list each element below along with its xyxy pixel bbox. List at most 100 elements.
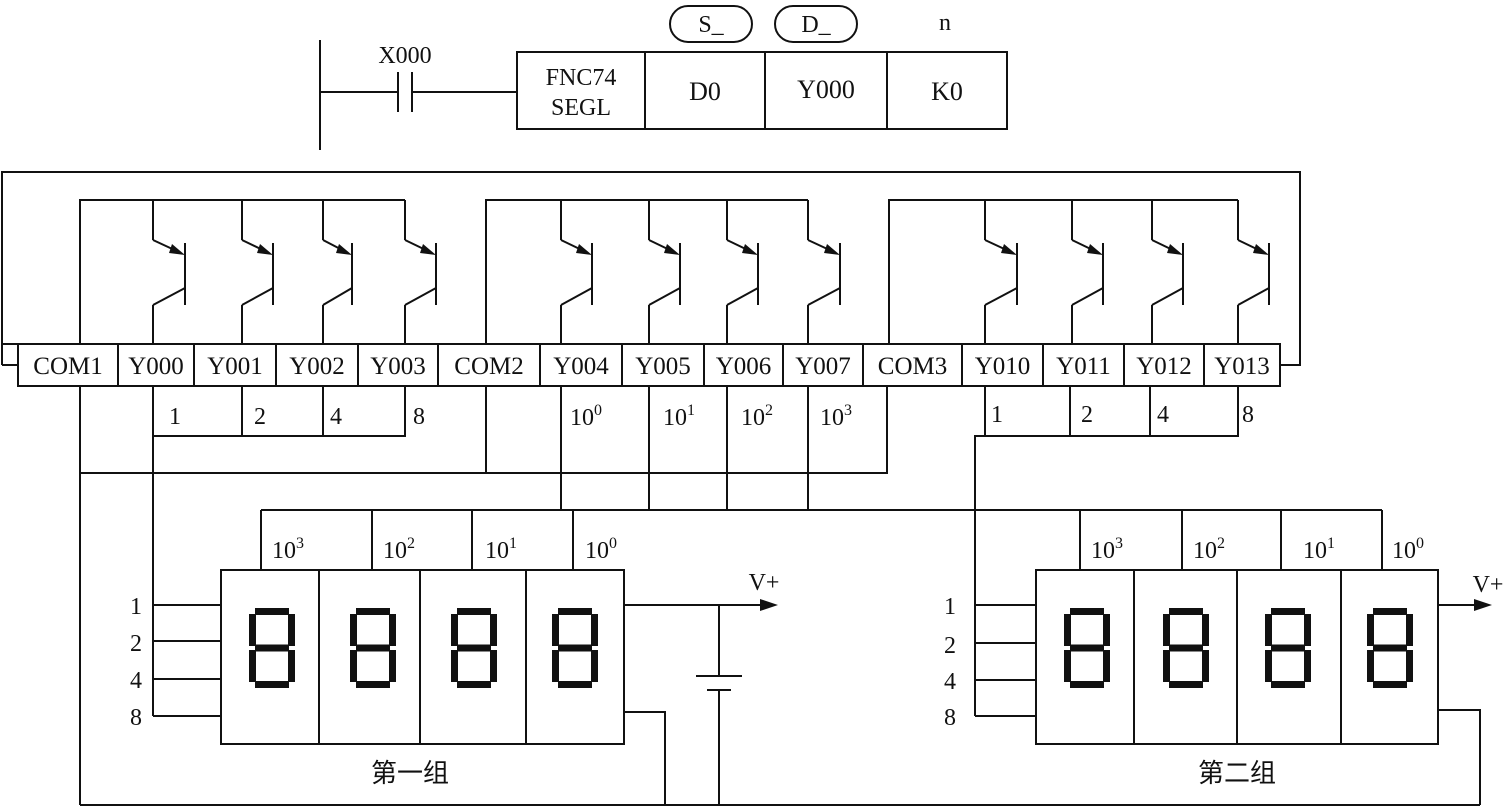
tag-d: D_	[801, 12, 831, 38]
input-weight-label: 2	[944, 633, 956, 659]
seven-segment-digit	[1367, 608, 1413, 688]
input-weight-label: 4	[944, 669, 956, 695]
seven-segment-digit	[1163, 608, 1209, 688]
group-name: 第一组	[371, 759, 449, 789]
power-label: 100	[570, 402, 602, 431]
terminal-cell	[1042, 343, 1125, 387]
operand-s: D0	[689, 77, 721, 106]
weight-label: 2	[1081, 402, 1093, 428]
arrow-icon	[1474, 599, 1492, 611]
terminal-cell	[862, 343, 963, 387]
terminal-cell	[437, 343, 541, 387]
operand-n: K0	[931, 77, 963, 106]
terminal-cell	[357, 343, 439, 387]
digit-weight-label: 100	[1392, 535, 1424, 564]
transistor-icon	[984, 200, 1018, 344]
terminal-label: Y003	[370, 353, 426, 380]
terminal-label: Y001	[207, 353, 263, 380]
input-weight-label: 8	[130, 705, 142, 731]
terminal-cell	[703, 343, 784, 387]
terminal-label: Y010	[975, 353, 1031, 380]
terminal-cell	[193, 343, 277, 387]
weight-label: 8	[1242, 402, 1254, 428]
transistor-icon	[152, 200, 186, 344]
seven-segment-digit	[552, 608, 598, 688]
terminal-label: Y005	[635, 353, 691, 380]
seven-segment-digit	[1265, 608, 1311, 688]
terminal-label: Y013	[1214, 353, 1270, 380]
bcd-weight-labels-a: 1 2 4 8	[169, 404, 425, 430]
contact-label: X000	[378, 43, 431, 69]
terminal-cell	[275, 343, 359, 387]
terminal-label: Y011	[1056, 353, 1111, 380]
terminal-label: Y006	[716, 353, 772, 380]
transistor-icon	[322, 200, 353, 344]
display-group-2: 103 102 101 100 1 2 4 8 V+ 第二组	[944, 535, 1503, 789]
vplus-label: V+	[749, 570, 780, 596]
transistor-icon	[404, 200, 437, 344]
weight-label: 2	[254, 404, 266, 430]
digit-weight-label: 100	[585, 535, 617, 564]
group-name: 第二组	[1198, 759, 1276, 789]
digit-select-labels: 100 101 102 103	[570, 402, 852, 431]
transistor-icon	[726, 200, 759, 344]
lower-wiring	[79, 386, 1492, 806]
power-label: 102	[741, 402, 773, 431]
digit-weight-label: 101	[485, 535, 517, 564]
input-weight-label: 1	[130, 594, 142, 620]
power-label: 103	[820, 402, 852, 431]
weight-label: 1	[169, 404, 181, 430]
digit-weight-label: 103	[1091, 535, 1123, 564]
display-module	[220, 569, 625, 745]
terminal-cell	[961, 343, 1044, 387]
terminal-strip: COM1 Y000 Y001 Y002 Y003 COM2 Y004 Y005 Y006 Y007…	[17, 343, 1281, 387]
input-weight-label: 2	[130, 631, 142, 657]
input-weight-label: 8	[944, 705, 956, 731]
transistor-icon	[648, 200, 681, 344]
seven-segment-digit	[350, 608, 396, 688]
fnc-mnemonic: SEGL	[551, 95, 611, 121]
ladder-rung: X000 FNC74 SEGL D0 Y000 K0 S_ D_ n	[319, 5, 1008, 150]
transistor-icon	[807, 200, 841, 344]
terminal-label: COM1	[33, 353, 102, 380]
seven-segment-digit	[451, 608, 497, 688]
fnc-number: FNC74	[546, 65, 617, 91]
terminal-label: COM3	[878, 353, 947, 380]
terminal-label: Y007	[795, 353, 851, 380]
bcd-weight-labels-b: 1 2 4 8	[991, 402, 1254, 428]
tag-n: n	[939, 10, 951, 36]
terminal-label: Y012	[1136, 353, 1192, 380]
weight-label: 4	[1157, 402, 1169, 428]
display-group-1: 103 102 101 100 1 2 4 8 V+ 第一组	[130, 535, 779, 789]
terminal-cell	[1203, 343, 1281, 387]
operand-d: Y000	[797, 75, 855, 104]
transistor-outputs	[79, 199, 1270, 344]
terminal-cell	[17, 343, 119, 387]
input-weight-label: 1	[944, 594, 956, 620]
weight-label: 8	[413, 404, 425, 430]
tag-s-pill	[669, 5, 753, 43]
vplus-label: V+	[1473, 572, 1504, 598]
terminal-cell	[539, 343, 623, 387]
digit-weight-label: 102	[383, 535, 415, 564]
terminal-label: COM2	[454, 353, 523, 380]
arrow-icon	[760, 599, 778, 611]
digit-weight-label: 102	[1193, 535, 1225, 564]
input-weight-label: 4	[130, 668, 142, 694]
power-label: 101	[663, 402, 695, 431]
instruction-box	[516, 51, 1008, 130]
terminal-label: Y002	[289, 353, 345, 380]
transistor-icon	[1071, 200, 1104, 344]
digit-weight-label: 101	[1303, 535, 1335, 564]
tag-s: S_	[698, 12, 724, 38]
transistor-icon	[241, 200, 274, 344]
terminal-label: Y004	[553, 353, 609, 380]
transistor-icon	[1237, 200, 1270, 344]
terminal-label: Y000	[128, 353, 184, 380]
outer-loop-wire	[1, 171, 1301, 366]
weight-label: 1	[991, 402, 1003, 428]
transistor-icon	[560, 200, 593, 344]
weight-label: 4	[330, 404, 342, 430]
seven-segment-digit	[249, 608, 295, 688]
